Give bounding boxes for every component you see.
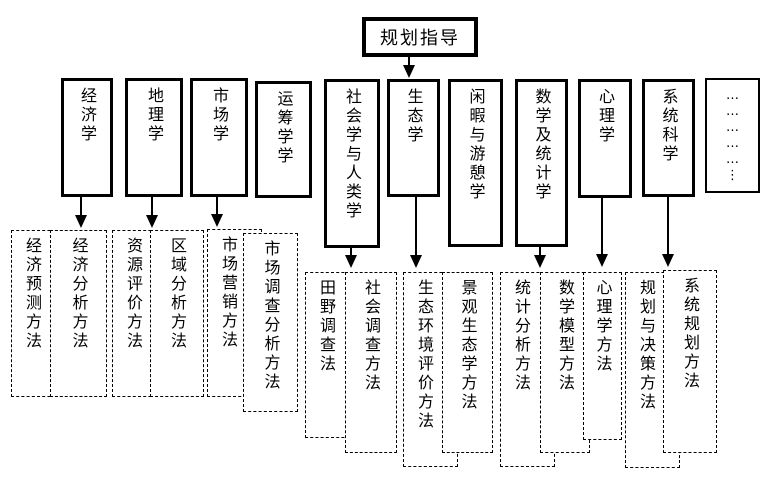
node-regional-analysis-method: 区域分析方法 <box>150 230 204 397</box>
connector-ecology-line <box>415 197 417 255</box>
node-label: 统计分析方法 <box>512 279 531 393</box>
node-label: 心理学 <box>596 88 615 145</box>
node-economic-analysis-method: 经济分析方法 <box>50 230 107 397</box>
node-math-model-method: 数学模型方法 <box>540 272 590 453</box>
node-leisure-recreation: 闲暇与游憩学 <box>448 79 503 247</box>
node-label: 市场调查分析方法 <box>261 240 281 392</box>
node-sociology-anthropology: 社会学与人类学 <box>324 79 380 248</box>
node-planning-guidance: 规划指导 <box>362 17 478 57</box>
node-landscape-ecology-method: 景观生态学方法 <box>442 272 493 453</box>
node-label: 市场营销方法 <box>219 236 238 350</box>
connector-geography-arrowhead <box>146 215 158 228</box>
connector-systems-science-line <box>667 197 669 254</box>
node-label: 运筹学学 <box>274 90 294 166</box>
connector-math-statistics-line <box>539 247 541 255</box>
connector-systems-science-arrowhead <box>662 254 674 267</box>
node-label: 心理学方法 <box>593 279 613 374</box>
connector-geography-line <box>151 197 153 215</box>
node-label: 闲暇与游憩学 <box>466 88 486 202</box>
node-psychology-method: 心理学方法 <box>583 272 622 440</box>
node-operations-research: 运筹学学 <box>255 81 312 198</box>
ellipsis-label: ……………⋮ <box>725 88 740 184</box>
node-label: 社会学与人类学 <box>343 88 362 221</box>
node-more-disciplines: ……………⋮ <box>705 78 760 193</box>
node-label: 数学模型方法 <box>556 279 575 393</box>
connector-ecology-arrowhead <box>410 255 422 268</box>
node-geography: 地理学 <box>125 78 183 197</box>
connector-sociology-line <box>350 248 352 255</box>
node-label: 地理学 <box>145 87 164 144</box>
connector-marketing-arrowhead <box>211 214 223 227</box>
node-system-planning-method: 系统规划方法 <box>663 270 717 453</box>
node-label: 经济学 <box>78 87 97 144</box>
connector-psychology-line <box>601 198 603 254</box>
node-market-survey-analysis-method: 市场调查分析方法 <box>243 233 298 412</box>
connector-marketing-line <box>216 197 218 214</box>
node-label: 经济预测方法 <box>23 237 42 351</box>
node-label: 生态学 <box>404 88 424 145</box>
node-math-statistics: 数学及统计学 <box>515 79 568 247</box>
node-label: 区域分析方法 <box>168 237 187 351</box>
node-label: 资源评价方法 <box>124 237 143 351</box>
node-label: 系统科学 <box>659 88 679 164</box>
connector-economics-line <box>80 197 82 215</box>
connector-math-statistics-arrowhead <box>534 255 546 268</box>
node-label: 数学及统计学 <box>532 88 552 202</box>
node-psychology: 心理学 <box>578 79 632 198</box>
node-social-survey-method: 社会调查方法 <box>345 272 397 453</box>
node-label: 田野调查法 <box>317 279 336 374</box>
connector-sociology-arrowhead <box>345 255 357 268</box>
node-marketing: 市场学 <box>190 78 248 197</box>
node-label: 规划与决策方法 <box>637 279 656 412</box>
node-label: 市场学 <box>210 87 229 144</box>
node-label: 景观生态学方法 <box>458 279 478 412</box>
node-label: 经济分析方法 <box>69 237 89 351</box>
node-label: 规划指导 <box>380 28 460 49</box>
node-ecology: 生态学 <box>387 79 440 197</box>
connector-psychology-arrowhead <box>596 254 608 267</box>
connector-root-line <box>408 57 410 65</box>
connector-root-arrowhead <box>403 65 415 78</box>
node-economics: 经济学 <box>61 78 113 197</box>
node-systems-science: 系统科学 <box>642 79 695 197</box>
node-label: 系统规划方法 <box>681 277 700 391</box>
node-label: 社会调查方法 <box>362 279 381 393</box>
node-label: 生态环境评价方法 <box>415 279 434 431</box>
connector-economics-arrowhead <box>75 215 87 228</box>
